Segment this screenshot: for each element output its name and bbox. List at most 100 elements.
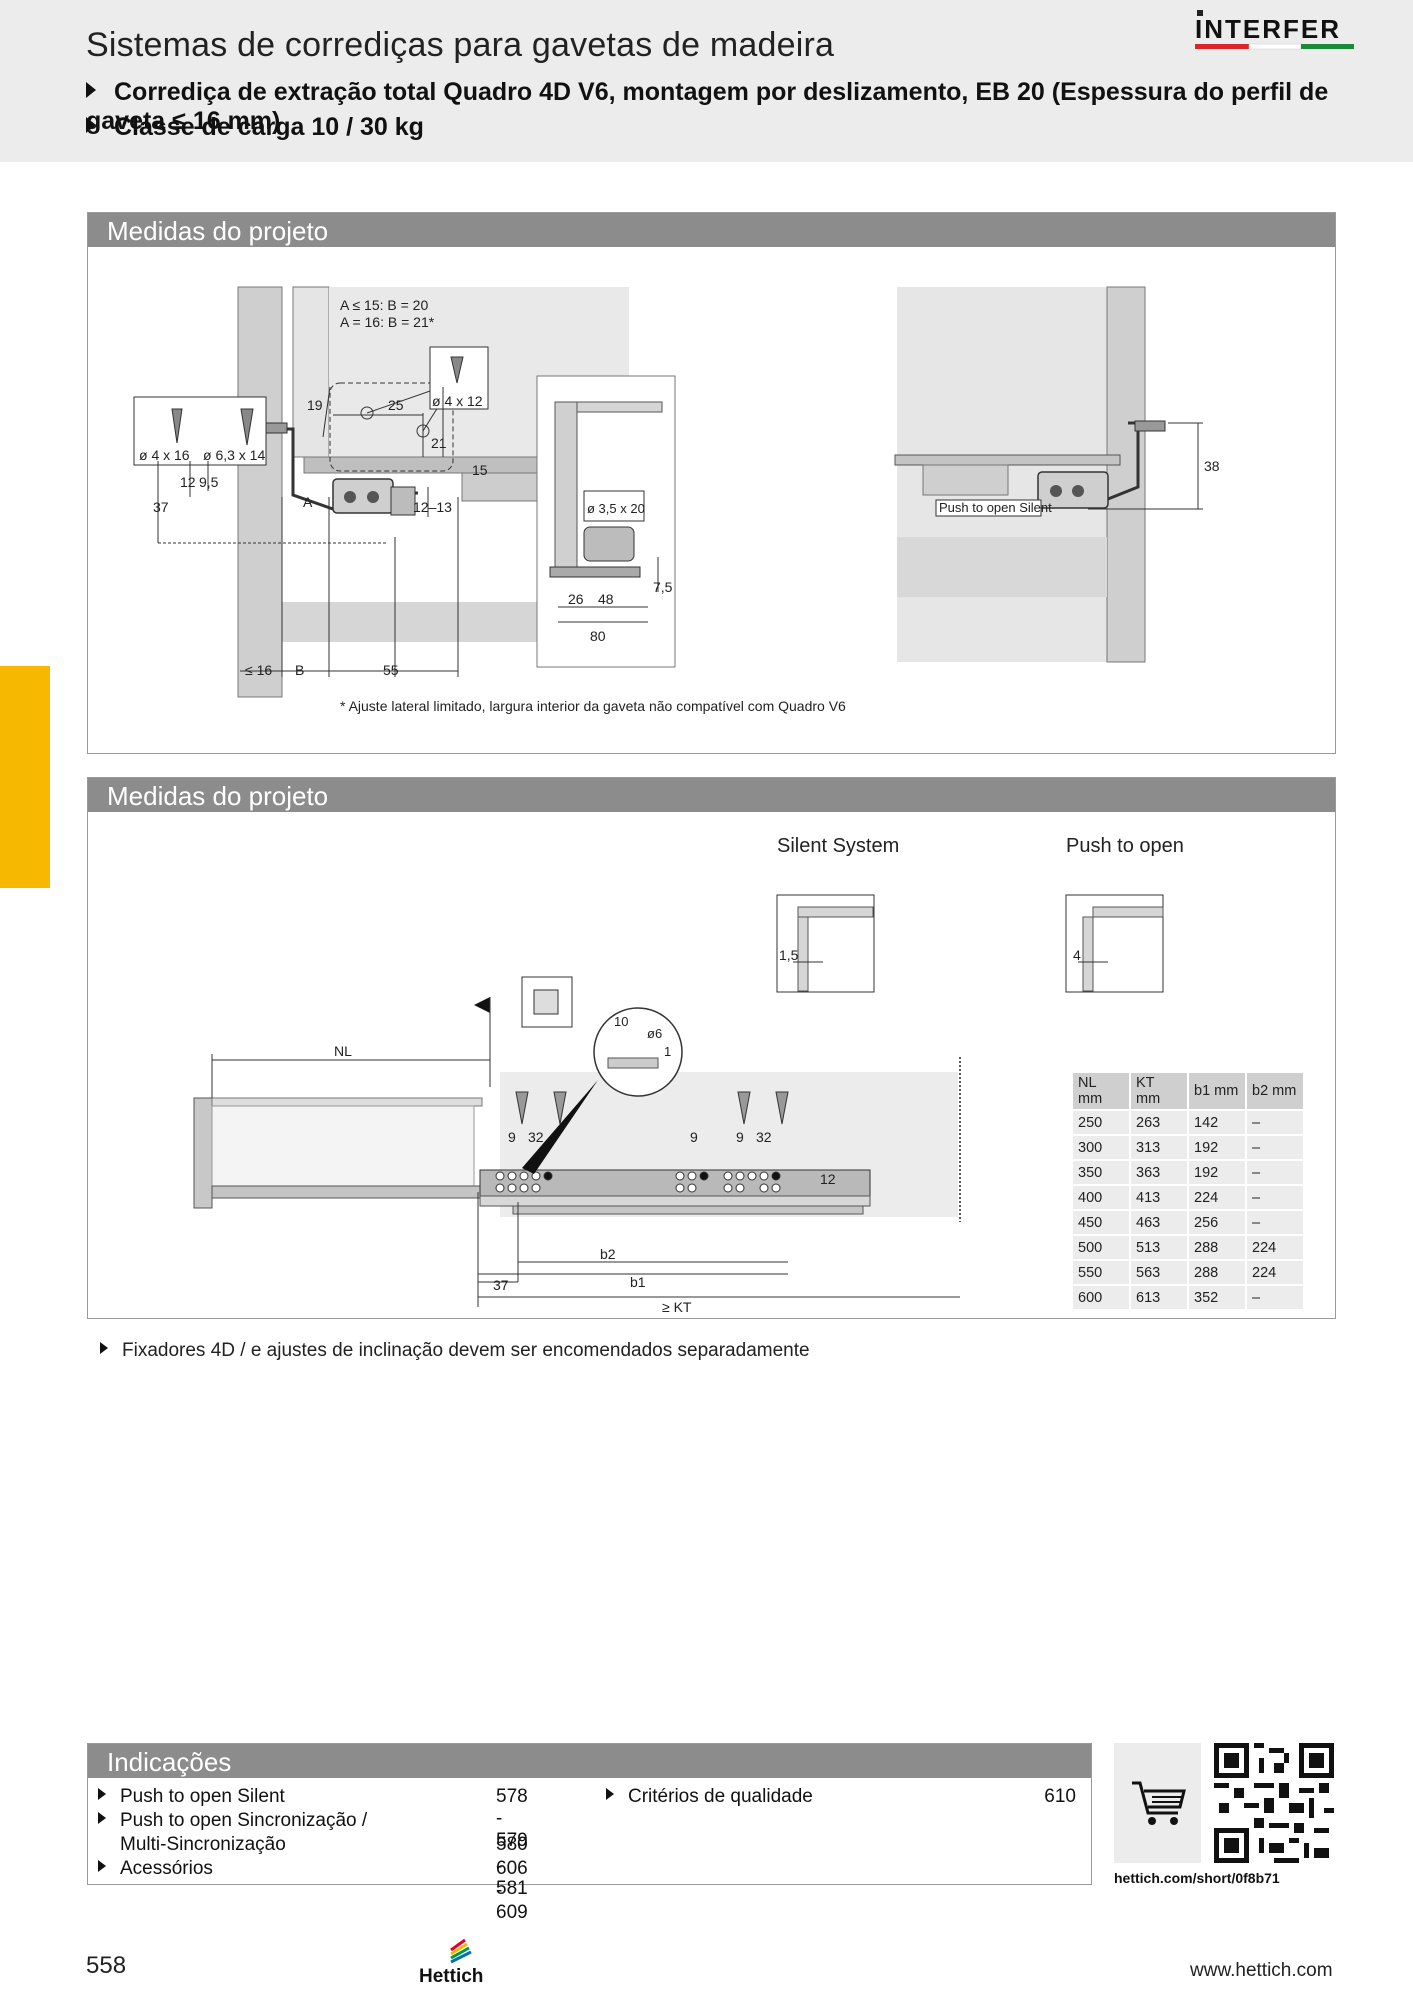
table-cell: 142 <box>1189 1111 1245 1134</box>
table-cell: 288 <box>1189 1261 1245 1284</box>
qr-code[interactable] <box>1214 1743 1334 1863</box>
table-cell: 288 <box>1189 1236 1245 1259</box>
dim-1: 1 <box>664 1044 671 1059</box>
table-cell: 463 <box>1131 1211 1187 1234</box>
dim-1-5: 1,5 <box>779 947 799 963</box>
dim-21: 21 <box>431 435 447 451</box>
page-title: Sistemas de corrediças para gavetas de m… <box>86 26 835 64</box>
page-number: 558 <box>86 1952 127 1979</box>
label-a-16: A = 16: B = 21* <box>340 314 435 330</box>
dim-25: 25 <box>388 397 404 413</box>
table-cell: 450 <box>1073 1211 1129 1234</box>
table-cell: 600 <box>1073 1286 1129 1309</box>
dim-48: 48 <box>598 591 614 607</box>
dim-15: 15 <box>472 462 488 478</box>
label-screw-63x14: ø 6,3 x 14 <box>203 447 265 463</box>
table-cell: 192 <box>1189 1161 1245 1184</box>
dim-12: 12 <box>820 1171 836 1187</box>
hettich-logo: Hettich <box>417 1936 487 1987</box>
table-cell: 300 <box>1073 1136 1129 1159</box>
bullet-text: Corrediça de extração total Quadro 4D V6… <box>86 78 1329 135</box>
dim-38: 38 <box>1204 458 1220 474</box>
bullet-arrow-icon <box>606 1788 614 1800</box>
shop-short-url[interactable]: hettich.com/short/0f8b71 <box>1114 1870 1280 1886</box>
table-cell: 224 <box>1189 1186 1245 1209</box>
bullet-text: Classe de carga 10 / 30 kg <box>114 113 424 141</box>
table-cell: 613 <box>1131 1286 1187 1309</box>
shop-cart-button[interactable] <box>1114 1743 1201 1863</box>
dim-9-5: 9,5 <box>199 474 219 490</box>
table-cell: – <box>1247 1286 1303 1309</box>
dim-32-a: 32 <box>528 1129 544 1145</box>
table-cell: 400 <box>1073 1186 1129 1209</box>
dim-37: 37 <box>493 1277 509 1293</box>
label-screw-4x12: ø 4 x 12 <box>432 393 483 409</box>
table-cell: 550 <box>1073 1261 1129 1284</box>
dim-12: 12 <box>180 474 196 490</box>
dim-B: B <box>295 662 304 678</box>
bullet-arrow-icon <box>98 1812 106 1824</box>
dim-37: 37 <box>153 499 169 515</box>
website-link[interactable]: www.hettich.com <box>1190 1960 1333 1981</box>
bullet-arrow-icon <box>86 82 96 98</box>
table-cell: 250 <box>1073 1111 1129 1134</box>
panel-medidas-1: Medidas do projeto <box>87 212 1336 754</box>
table-header-cell: b1 mm <box>1189 1073 1245 1109</box>
dim-12-13: 12–13 <box>413 499 452 515</box>
table-cell: 224 <box>1247 1236 1303 1259</box>
panel-medidas-2: Medidas do projeto Silent System Push to… <box>87 777 1336 1319</box>
table-cell: 263 <box>1131 1111 1187 1134</box>
header-band <box>0 0 1413 162</box>
dim-NL: NL <box>334 1043 352 1059</box>
table-cell: – <box>1247 1211 1303 1234</box>
section-tab-marker <box>0 666 50 888</box>
dim-4: 4 <box>1073 947 1081 963</box>
ordering-note: Fixadores 4D / e ajustes de inclinação d… <box>100 1340 810 1362</box>
table-cell: – <box>1247 1186 1303 1209</box>
table-cell: 224 <box>1247 1261 1303 1284</box>
svg-text:INTERFER: INTERFER <box>1195 14 1341 44</box>
table-cell: 563 <box>1131 1261 1187 1284</box>
dim-55: 55 <box>383 662 399 678</box>
panel-title: Medidas do projeto <box>88 778 1335 812</box>
dim-7-5: 7,5 <box>653 579 673 595</box>
table-header-cell: NL mm <box>1073 1073 1129 1109</box>
table-cell: 350 <box>1073 1161 1129 1184</box>
dim-d6: ø6 <box>647 1026 662 1041</box>
bullet-arrow-icon <box>86 117 96 133</box>
table-cell: – <box>1247 1111 1303 1134</box>
table-cell: – <box>1247 1161 1303 1184</box>
bullet-arrow-icon <box>100 1342 108 1354</box>
label-screw-4x16: ø 4 x 16 <box>139 447 190 463</box>
ind-item-2[interactable]: Push to open Sincronização / <box>98 1810 478 1832</box>
dim-b1: b1 <box>630 1274 646 1290</box>
header-bullet-1: Corrediça de extração total Quadro 4D V6… <box>86 78 1413 136</box>
interfer-logo[interactable]: INTERFER <box>1193 8 1356 56</box>
panel-title: Medidas do projeto <box>88 213 1335 247</box>
table-cell: 413 <box>1131 1186 1187 1209</box>
hettich-brand-text: Hettich <box>419 1966 483 1986</box>
dim-9-c: 9 <box>736 1129 744 1145</box>
table-header-cell: KT mm <box>1131 1073 1187 1109</box>
table-header-cell: b2 mm <box>1247 1073 1303 1109</box>
dim-le-16: ≤ 16 <box>245 662 272 678</box>
dim-A: A <box>303 494 313 510</box>
push-to-open-title: Push to open <box>1066 835 1184 857</box>
label-screw-35x20: ø 3,5 x 20 <box>587 501 645 516</box>
indications-title: Indicações <box>88 1744 1091 1778</box>
mounting-diagram: A ≤ 15: B = 20 A = 16: B = 21* ø 4 x 12 … <box>133 286 1220 714</box>
dim-19: 19 <box>307 397 323 413</box>
dim-26: 26 <box>568 591 584 607</box>
